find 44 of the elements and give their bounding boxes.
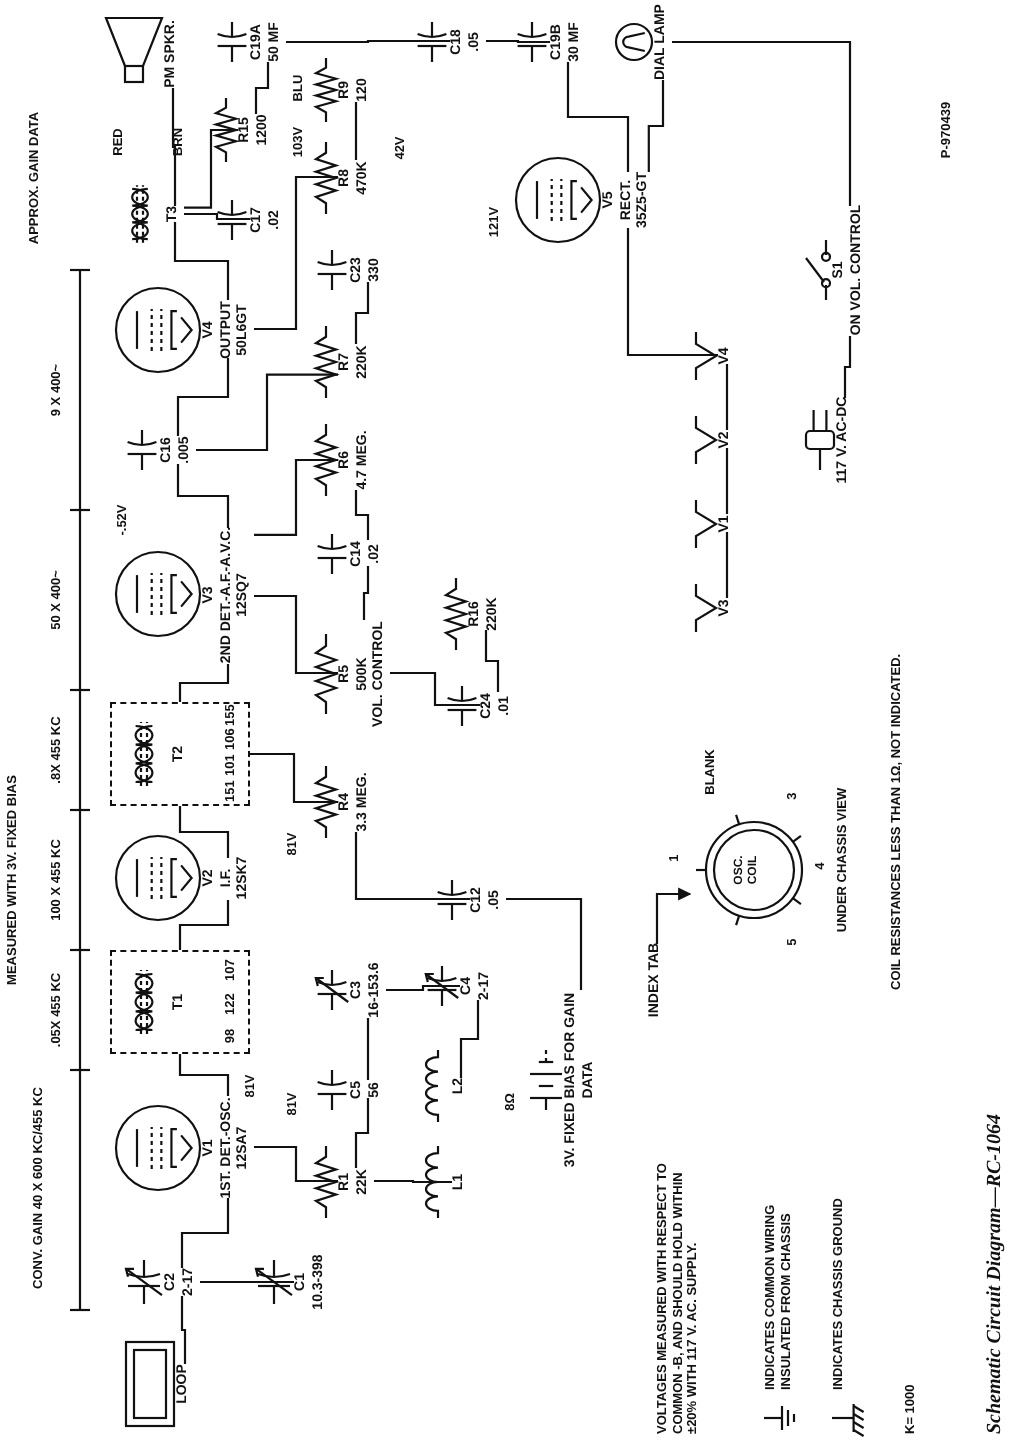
- wire: [286, 39, 450, 44]
- wire: [354, 282, 370, 344]
- wire: [176, 464, 230, 528]
- wire: [354, 1098, 370, 1168]
- wire: [176, 358, 230, 436]
- wire: [200, 1280, 294, 1284]
- wire: [354, 102, 358, 160]
- wire: [180, 1296, 187, 1364]
- wire: [254, 1145, 338, 1183]
- shield-can-outline: [110, 702, 250, 806]
- wire: [725, 364, 729, 430]
- wire: [254, 594, 338, 675]
- wire: [196, 373, 338, 452]
- wire: [354, 832, 470, 901]
- wire: [173, 222, 230, 300]
- wire: [374, 1179, 452, 1184]
- wire: [566, 62, 630, 172]
- wire: [254, 62, 270, 114]
- arrow: [655, 887, 692, 944]
- wire: [366, 1018, 370, 1080]
- wire: [390, 671, 480, 707]
- wire: [725, 448, 729, 514]
- wire: [843, 336, 852, 398]
- wire: [178, 664, 230, 702]
- wire: [180, 1198, 230, 1268]
- shield-can-outline: [110, 950, 250, 1054]
- wire: [626, 228, 718, 357]
- wire: [506, 897, 583, 990]
- wire: [486, 39, 550, 44]
- wire: [672, 40, 852, 206]
- wire: [178, 1054, 230, 1096]
- wire: [362, 566, 370, 620]
- wire: [647, 80, 665, 172]
- wire: [354, 490, 370, 540]
- wire: [178, 806, 230, 858]
- wire: [254, 175, 338, 331]
- caption: Schematic Circuit Diagram—RC-1064: [984, 1111, 1008, 1434]
- wire: [725, 532, 729, 598]
- wire: [178, 900, 230, 950]
- wire: [459, 1000, 480, 1078]
- wire: [171, 88, 177, 206]
- wire: [386, 984, 460, 992]
- wire: [184, 212, 250, 221]
- wire: [484, 630, 500, 692]
